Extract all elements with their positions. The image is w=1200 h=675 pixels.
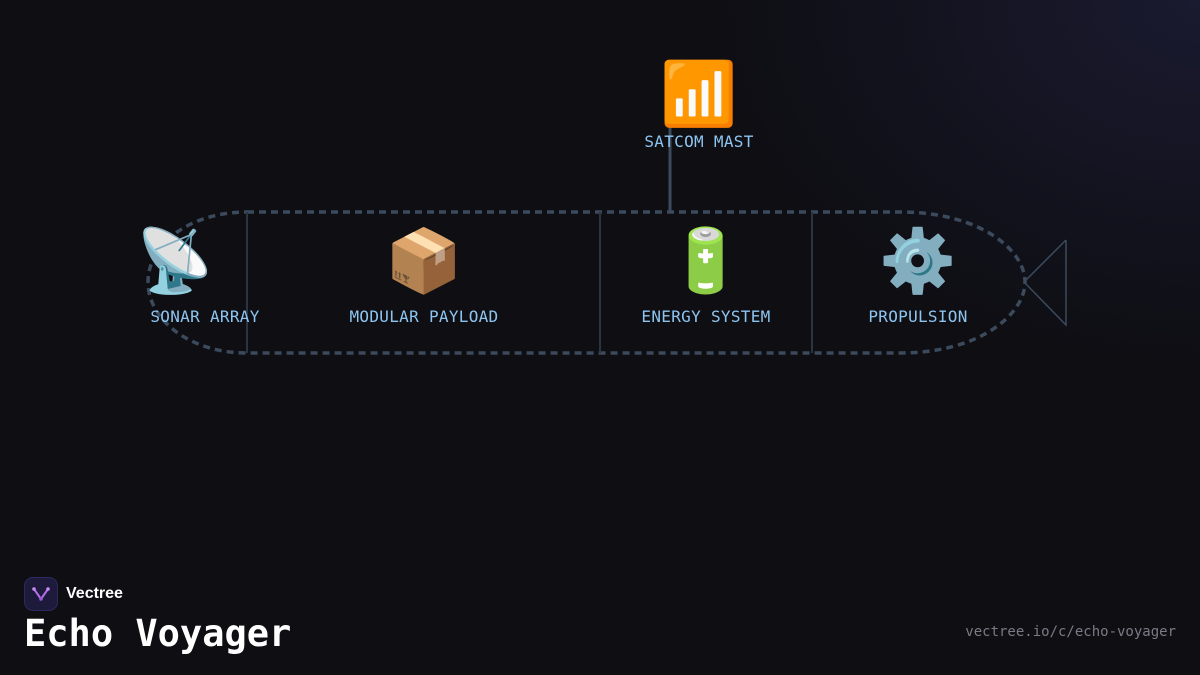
module-propulsion: ⚙️ PROPULSION	[868, 224, 968, 327]
brand-name: Vectree	[66, 585, 123, 602]
page-title: Echo Voyager	[24, 612, 292, 655]
module-sonar-array-label-wrap: . SONAR ARRAY	[150, 225, 259, 326]
module-modular-payload: 📦 MODULAR PAYLOAD	[349, 224, 499, 327]
module-label-energy-system: ENERGY SYSTEM	[641, 307, 771, 326]
module-label-satcom-mast: SATCOM MAST	[644, 132, 754, 151]
source-url[interactable]: vectree.io/c/echo-voyager	[965, 624, 1176, 640]
brand[interactable]: Vectree	[24, 577, 123, 611]
module-label-propulsion: PROPULSION	[868, 307, 968, 326]
battery-icon: 🔋	[667, 224, 745, 297]
signal-bars-icon: 📶	[660, 57, 738, 130]
package-icon: 📦	[385, 224, 463, 297]
gear-icon: ⚙️	[879, 224, 957, 297]
module-label-modular-payload: MODULAR PAYLOAD	[349, 307, 499, 326]
module-satcom-mast: 📶 SATCOM MAST	[644, 57, 754, 152]
module-energy-system: 🔋 ENERGY SYSTEM	[641, 224, 771, 327]
satellite-dish-icon: 📡	[136, 224, 214, 297]
hull-outline	[146, 210, 1027, 355]
module-label-sonar-array: SONAR ARRAY	[150, 307, 260, 326]
vectree-logo-icon	[24, 577, 58, 611]
tail-fin	[1022, 239, 1067, 327]
module-sonar-array: 📡	[136, 225, 213, 297]
